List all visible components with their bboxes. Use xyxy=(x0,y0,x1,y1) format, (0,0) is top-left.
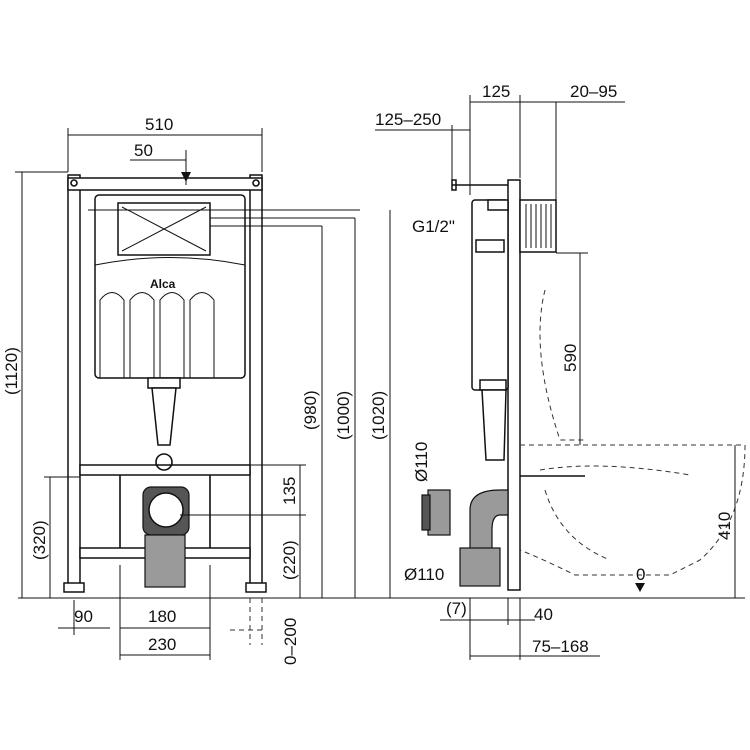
dim-outlet-height: (220) xyxy=(280,540,299,580)
dim-foot-spacing: 230 xyxy=(148,635,176,654)
dim-bowl-height: 410 xyxy=(715,512,734,540)
label-floor-level: 0 xyxy=(636,565,645,584)
side-dimensions xyxy=(375,95,736,660)
dim-width: 510 xyxy=(145,115,173,134)
dim-foot-offset: 90 xyxy=(74,607,93,626)
alca-logo: Alca xyxy=(150,277,176,291)
side-frame xyxy=(451,179,557,591)
front-outlet-pipe xyxy=(142,486,190,588)
dim-bolt-spacing: 180 xyxy=(148,607,176,626)
label-inlet-thread: G1/2" xyxy=(412,217,455,236)
dim-inlet-range: 125–250 xyxy=(375,110,441,129)
dim-wall-gap: 20–95 xyxy=(570,82,617,101)
dim-outlet-depth: 75–168 xyxy=(532,637,589,656)
side-outlet-pipe xyxy=(421,489,509,587)
toilet-bowl-outline xyxy=(519,289,746,576)
dim-total-height: (1120) xyxy=(2,347,21,395)
dim-flush-offset: 50 xyxy=(134,141,153,160)
dim-depth: 125 xyxy=(482,82,510,101)
dim-height-980: (980) xyxy=(301,390,320,430)
dim-frame-depth: 40 xyxy=(534,605,553,624)
dim-pipe-diameter-upper: Ø110 xyxy=(412,442,431,482)
dim-pipe-offset: (7) xyxy=(446,599,467,618)
dim-crossbar-height: (320) xyxy=(30,520,49,560)
dim-pipe-diameter-lower: Ø110 xyxy=(404,565,444,584)
dim-height-1000: (1000) xyxy=(334,391,353,440)
front-dimensions xyxy=(15,128,391,660)
dim-leg-extension: 0–200 xyxy=(281,618,300,665)
flush-plate xyxy=(88,202,360,256)
dim-outlet-spacing: 135 xyxy=(280,477,299,505)
dim-bolt-height: 590 xyxy=(561,344,580,372)
dim-height-1020: (1020) xyxy=(369,391,388,440)
